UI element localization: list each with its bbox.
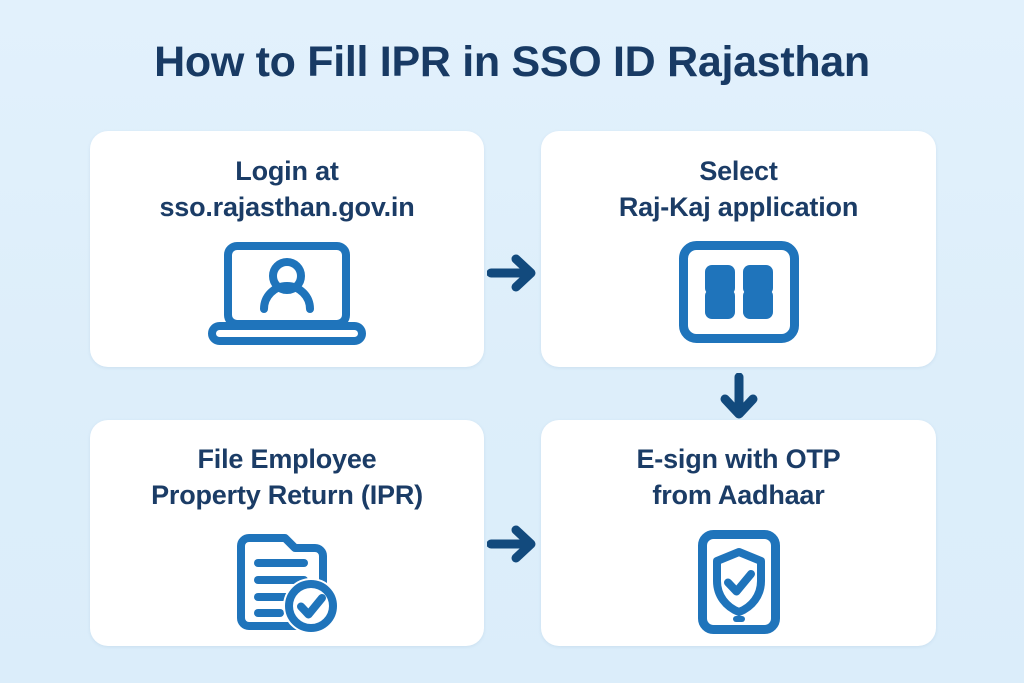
arrow-right-icon-bottom <box>484 516 542 572</box>
step-card-esign-line1: E-sign with OTP <box>636 444 841 474</box>
step-card-raj-kaj: Select Raj-Kaj application <box>541 131 936 367</box>
laptop-user-icon <box>207 241 367 345</box>
step-card-login-line2: sso.rajasthan.gov.in <box>159 191 415 222</box>
step-card-login-label: Login at sso.rajasthan.gov.in <box>149 154 424 225</box>
step-card-file-ipr: File Employee Property Return (IPR) <box>90 420 484 646</box>
step-card-esign-label: E-sign with OTP from Aadhaar <box>627 442 851 513</box>
step-card-file-ipr-line2: Property Return (IPR) <box>151 479 423 510</box>
step-card-esign-line2: from Aadhaar <box>652 479 825 510</box>
step-card-file-ipr-label: File Employee Property Return (IPR) <box>141 442 433 513</box>
app-grid-icon <box>678 241 799 343</box>
step-card-file-ipr-line1: File Employee <box>197 444 377 474</box>
arrow-right-icon-top <box>484 245 542 301</box>
step-card-raj-kaj-line1: Select <box>699 156 778 186</box>
arrow-down-icon <box>710 372 768 420</box>
document-check-icon <box>229 532 345 636</box>
step-card-raj-kaj-line2: Raj-Kaj application <box>618 191 859 222</box>
step-card-login: Login at sso.rajasthan.gov.in <box>90 131 484 367</box>
step-card-raj-kaj-label: Select Raj-Kaj application <box>609 154 868 225</box>
tablet-shield-check-icon <box>690 530 788 634</box>
page-title: How to Fill IPR in SSO ID Rajasthan <box>154 38 870 86</box>
step-card-login-line1: Login at <box>235 156 339 186</box>
step-card-esign: E-sign with OTP from Aadhaar <box>541 420 936 646</box>
